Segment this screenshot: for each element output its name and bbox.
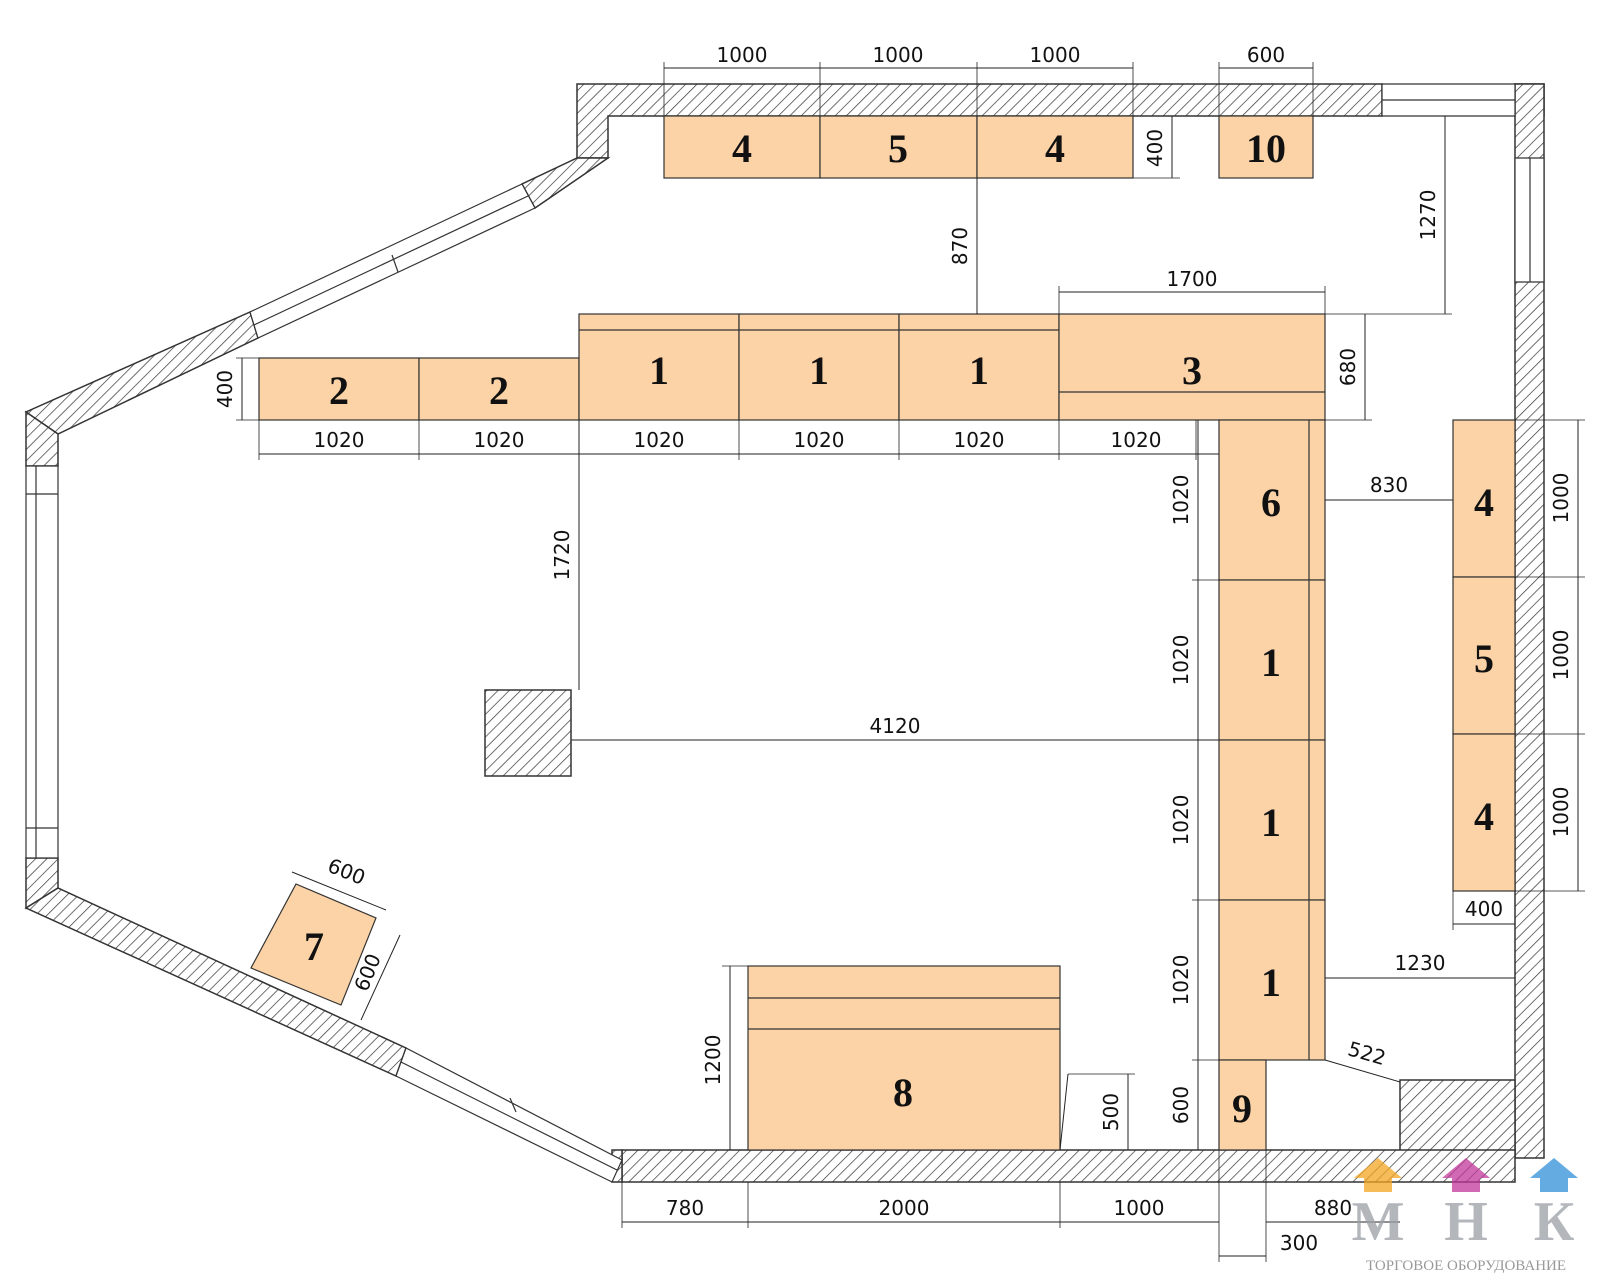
unit-7 xyxy=(250,883,377,1006)
structural-column xyxy=(484,689,572,777)
dim-bot-300: 300 xyxy=(1280,1231,1318,1255)
dim-870: 870 xyxy=(948,227,972,265)
window-left xyxy=(25,465,59,859)
dim-col-1020-b: 1020 xyxy=(1169,635,1193,686)
dim-400-left: 400 xyxy=(213,370,237,408)
dim-row-1020-d: 1020 xyxy=(794,428,845,452)
unit-label-3: 3 xyxy=(1182,348,1202,393)
window-diag-lower xyxy=(395,1047,623,1183)
unit-8 xyxy=(747,965,1061,1151)
unit-label-row-2-b: 2 xyxy=(489,368,509,413)
dim-right-400: 400 xyxy=(1465,897,1503,921)
dim-row-1020-b: 1020 xyxy=(474,428,525,452)
unit-9 xyxy=(1218,1059,1267,1151)
dim-1720: 1720 xyxy=(550,530,574,581)
window-diag-upper xyxy=(249,183,536,339)
dim-top-1000-c: 1000 xyxy=(1030,43,1081,67)
logo-letter-m: М xyxy=(1352,1191,1405,1253)
dim-row-1020-f: 1020 xyxy=(1111,428,1162,452)
dimension-labels: 1000 1000 1000 600 400 870 1270 1700 680… xyxy=(213,43,1573,1255)
logo-arrow-blue-icon xyxy=(1530,1158,1578,1192)
unit-row-1-a xyxy=(578,313,740,421)
dim-right-1000-a: 1000 xyxy=(1549,473,1573,524)
unit-label-top-10: 10 xyxy=(1246,126,1286,171)
unit-top-4-right xyxy=(976,115,1134,179)
dim-top-1000-b: 1000 xyxy=(873,43,924,67)
unit-row-2-b xyxy=(418,357,580,421)
dim-bot-880: 880 xyxy=(1314,1196,1352,1220)
unit-top-5 xyxy=(819,115,978,179)
dim-830: 830 xyxy=(1370,473,1408,497)
dim-1270: 1270 xyxy=(1416,190,1440,241)
unit-label-col-1-b: 1 xyxy=(1261,800,1281,845)
unit-label-row-1-a: 1 xyxy=(649,348,669,393)
unit-row-2-a xyxy=(258,357,420,421)
dim-top-1000-a: 1000 xyxy=(717,43,768,67)
wall-diag-upper-a xyxy=(520,157,611,210)
unit-label-right-5: 5 xyxy=(1474,636,1494,681)
unit-col-1-b xyxy=(1218,739,1326,901)
dim-top-600: 600 xyxy=(1247,43,1285,67)
dim-bot-780: 780 xyxy=(666,1196,704,1220)
logo-letter-k: К xyxy=(1534,1191,1575,1253)
dim-500: 500 xyxy=(1099,1093,1123,1131)
logo-arrow-orange-icon xyxy=(1354,1158,1402,1192)
dim-1200: 1200 xyxy=(701,1035,725,1086)
logo-arrow-magenta-icon xyxy=(1442,1158,1490,1192)
dim-1230: 1230 xyxy=(1395,951,1446,975)
dim-top-400: 400 xyxy=(1143,129,1167,167)
dim-row-1020-c: 1020 xyxy=(634,428,685,452)
logo-letter-n: Н xyxy=(1444,1191,1488,1253)
unit-col-1-a xyxy=(1218,579,1326,741)
unit-label-row-1-c: 1 xyxy=(969,348,989,393)
unit-label-right-4-b: 4 xyxy=(1474,794,1494,839)
dimension-lines xyxy=(236,62,1585,1262)
unit-right-4-a xyxy=(1452,419,1516,578)
units xyxy=(250,115,1516,1151)
unit-label-col-6: 6 xyxy=(1261,480,1281,525)
dim-bot-2000: 2000 xyxy=(879,1196,930,1220)
unit-label-top-4-left: 4 xyxy=(732,126,752,171)
dim-4120: 4120 xyxy=(870,714,921,738)
dim-row-1020-e: 1020 xyxy=(954,428,1005,452)
dim-col-1020-c: 1020 xyxy=(1169,795,1193,846)
unit-label-row-2-a: 2 xyxy=(329,368,349,413)
dim-522: 522 xyxy=(1345,1036,1388,1070)
unit-label-7: 7 xyxy=(304,924,324,969)
dim-1700: 1700 xyxy=(1167,267,1218,291)
dim-row-1020-a: 1020 xyxy=(314,428,365,452)
unit-label-8: 8 xyxy=(893,1070,913,1115)
unit-col-1-c xyxy=(1218,899,1326,1061)
dim-right-1000-c: 1000 xyxy=(1549,787,1573,838)
unit-right-4-b xyxy=(1452,733,1516,892)
unit-label-col-1-a: 1 xyxy=(1261,640,1281,685)
unit-label-row-1-b: 1 xyxy=(809,348,829,393)
unit-label-top-5: 5 xyxy=(888,126,908,171)
unit-label-9: 9 xyxy=(1232,1086,1252,1131)
dim-bot-1000: 1000 xyxy=(1114,1196,1165,1220)
dim-col-1020-d: 1020 xyxy=(1169,955,1193,1006)
dim-col-1020-a: 1020 xyxy=(1169,475,1193,526)
unit-labels: 4 5 4 10 2 2 1 1 1 3 6 1 1 1 9 4 5 4 7 8 xyxy=(304,126,1494,1131)
unit-top-10 xyxy=(1218,115,1314,179)
unit-top-4-left xyxy=(663,115,821,179)
dim-right-1000-b: 1000 xyxy=(1549,630,1573,681)
dim-680: 680 xyxy=(1336,348,1360,386)
unit-label-right-4-a: 4 xyxy=(1474,480,1494,525)
unit-label-col-1-c: 1 xyxy=(1261,960,1281,1005)
company-logo: М Н К ТОРГОВОЕ ОБОРУДОВАНИЕ xyxy=(1352,1158,1578,1274)
windows xyxy=(25,83,1545,1183)
unit-3 xyxy=(1058,313,1326,421)
dim-col-600: 600 xyxy=(1169,1086,1193,1124)
logo-caption: ТОРГОВОЕ ОБОРУДОВАНИЕ xyxy=(1366,1258,1566,1274)
unit-col-6 xyxy=(1218,419,1326,581)
unit-row-1-b xyxy=(738,313,900,421)
walls xyxy=(24,83,1545,1183)
wall-corner-block xyxy=(1399,1079,1516,1159)
unit-label-top-4-right: 4 xyxy=(1045,126,1065,171)
dim-unit7-600-a: 600 xyxy=(324,853,368,890)
unit-row-1-c xyxy=(898,313,1060,421)
